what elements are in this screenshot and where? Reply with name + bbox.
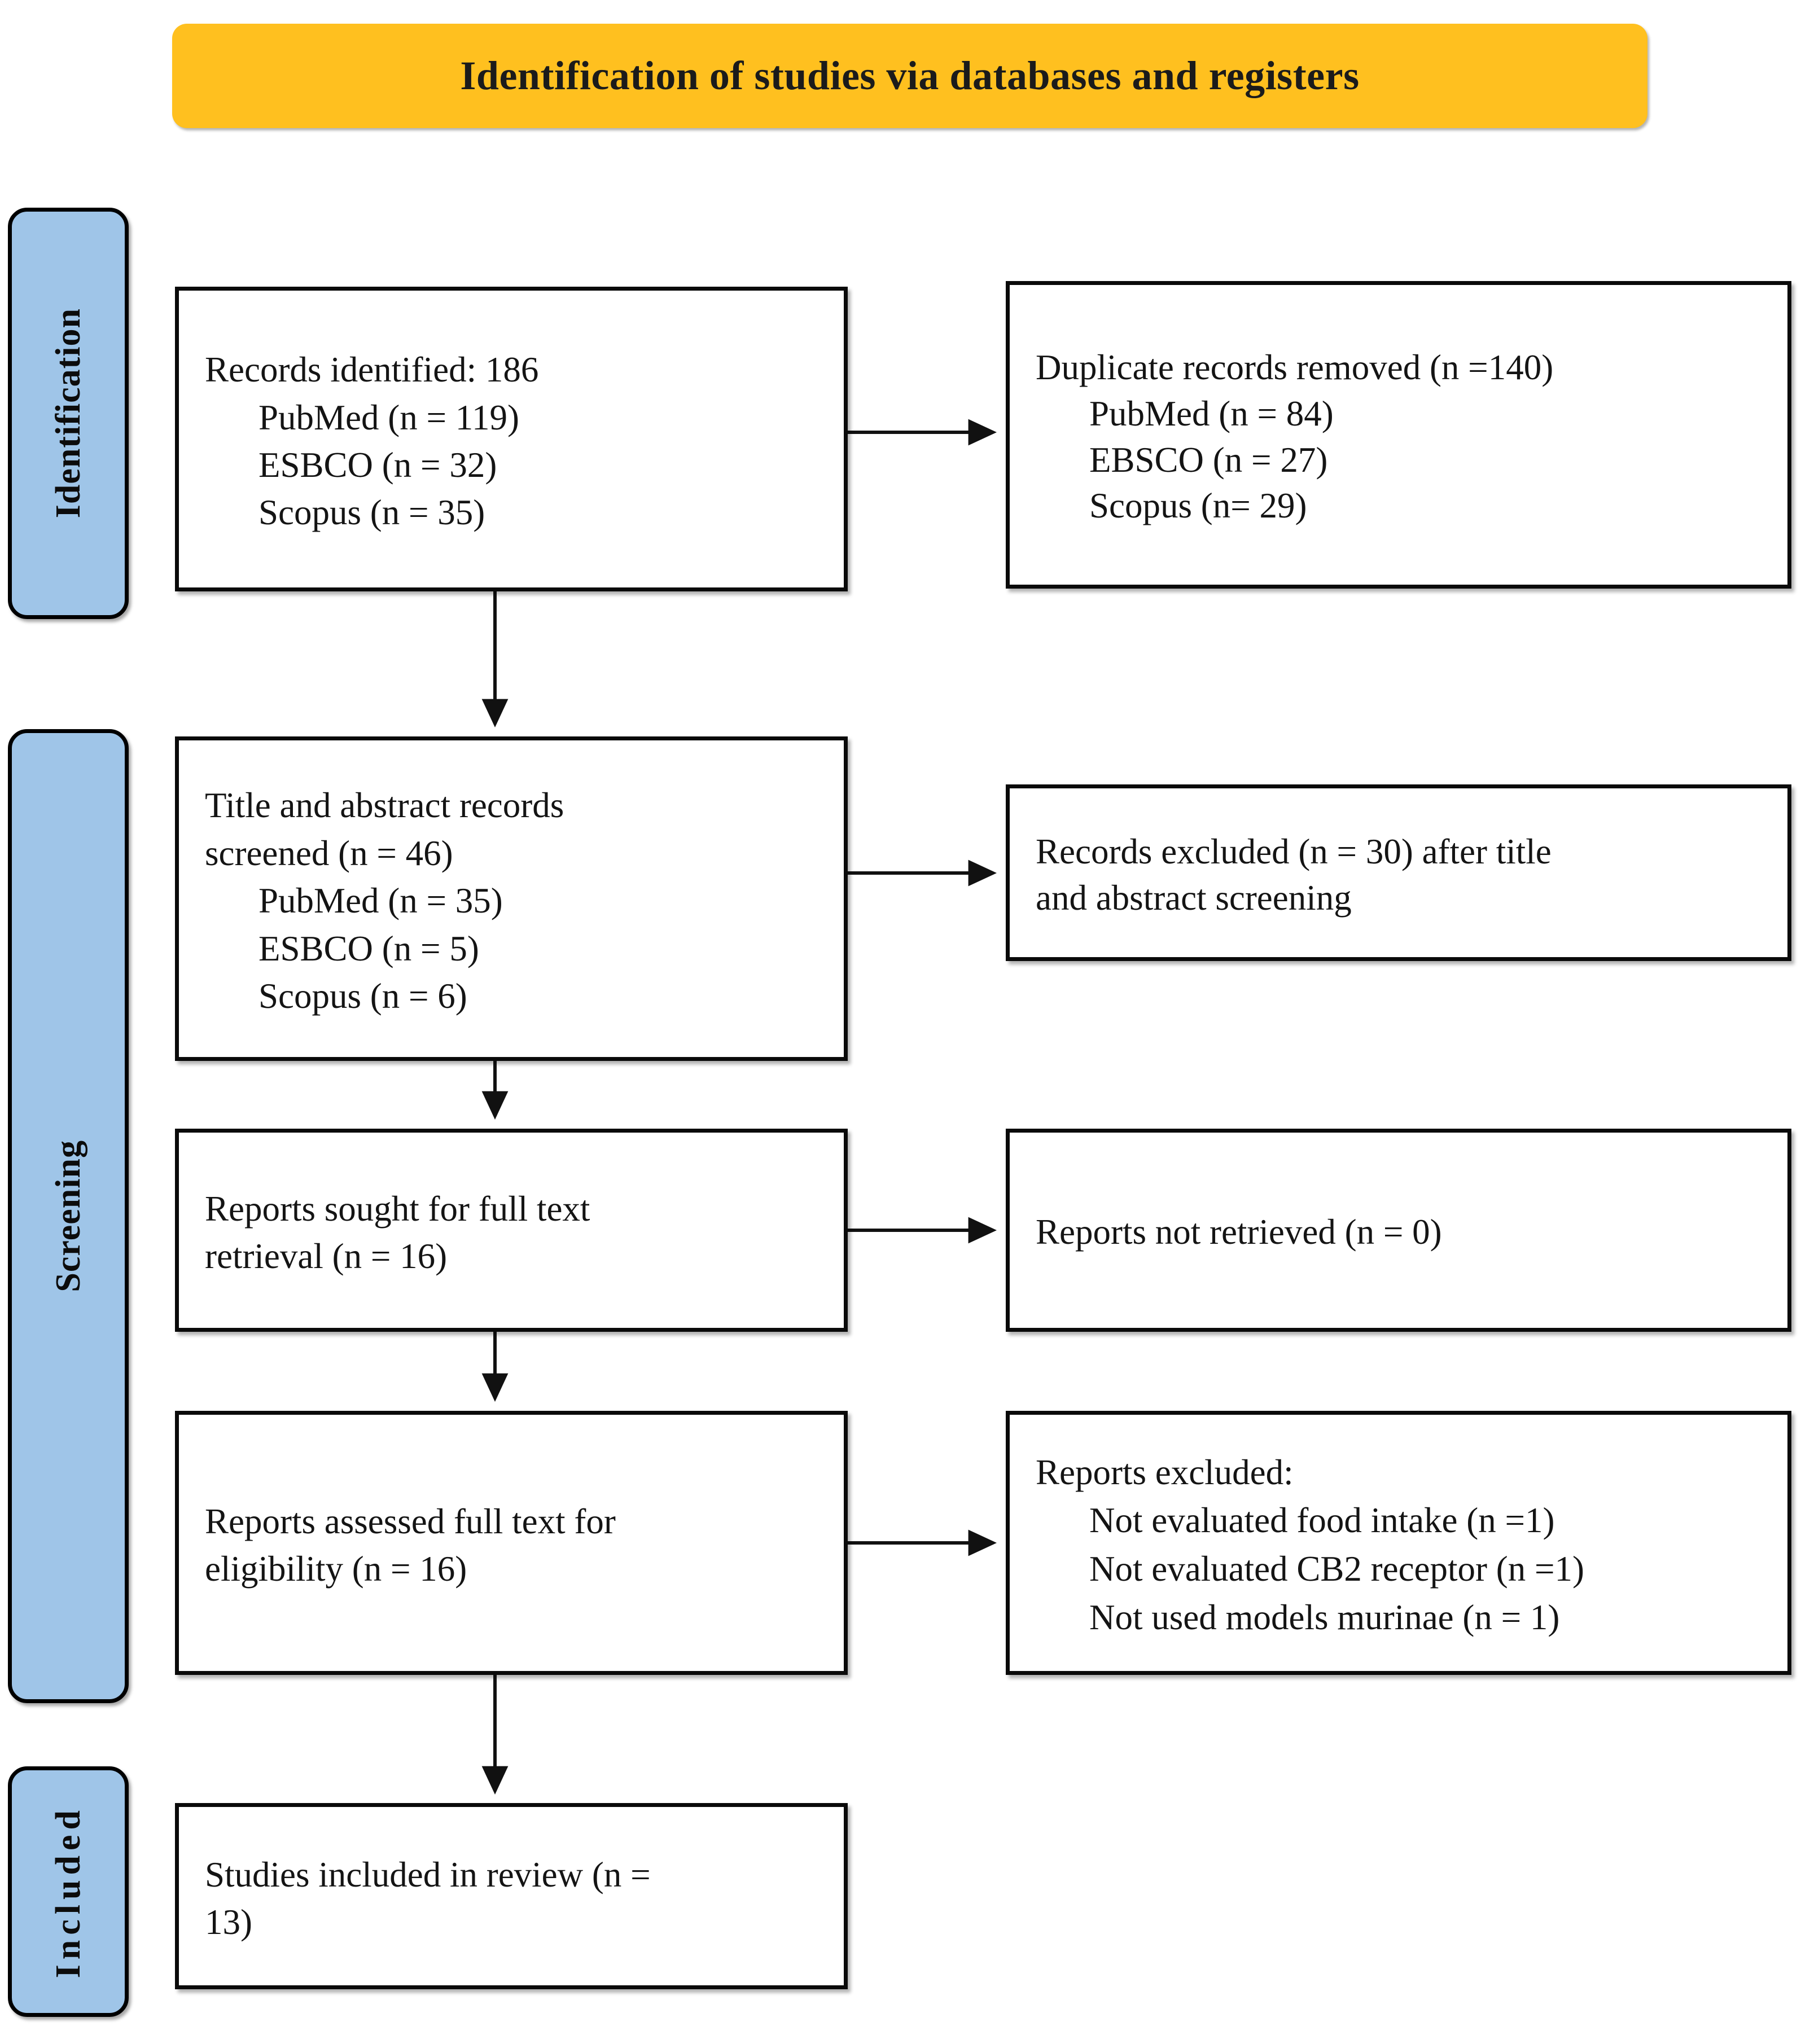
- box-records-identified: Records identified: 186 PubMed (n = 119)…: [175, 287, 848, 591]
- stage-label-screening-text: Screening: [49, 1140, 87, 1292]
- diagram-header-banner: Identification of studies via databases …: [172, 24, 1647, 128]
- box-line: eligibility (n = 16): [205, 1549, 467, 1589]
- box-line: Not evaluated food intake (n =1): [1089, 1501, 1555, 1541]
- stage-label-screening: Screening: [8, 729, 129, 1703]
- box-line: Scopus (n = 6): [258, 976, 467, 1016]
- box-title-abstract-screened: Title and abstract records screened (n =…: [175, 736, 848, 1061]
- stage-label-identification-text: Identification: [49, 308, 87, 519]
- box-line: retrieval (n = 16): [205, 1236, 448, 1276]
- box-line: Reports assessed full text for: [205, 1501, 616, 1541]
- box-reports-assessed-eligibility: Reports assessed full text for eligibili…: [175, 1411, 848, 1675]
- box-line: Not used models murinae (n = 1): [1089, 1597, 1560, 1637]
- box-reports-not-retrieved: Reports not retrieved (n = 0): [1006, 1129, 1791, 1332]
- box-line: and abstract screening: [1036, 878, 1352, 918]
- box-reports-excluded-full-text: Reports excluded: Not evaluated food int…: [1006, 1411, 1791, 1675]
- box-line: Duplicate records removed (n =140): [1036, 347, 1554, 387]
- box-line: Scopus (n = 35): [258, 493, 485, 533]
- box-line: Reports not retrieved (n = 0): [1036, 1212, 1442, 1252]
- box-line: Records excluded (n = 30) after title: [1036, 831, 1552, 871]
- box-line: 13): [205, 1902, 252, 1942]
- box-line: Title and abstract records: [205, 786, 564, 826]
- box-line: ESBCO (n = 32): [258, 445, 497, 485]
- box-line: ESBCO (n = 5): [258, 928, 479, 968]
- box-line: EBSCO (n = 27): [1089, 440, 1328, 480]
- box-studies-included-in-review: Studies included in review (n = 13): [175, 1803, 848, 1989]
- box-line: Scopus (n= 29): [1089, 486, 1307, 526]
- box-line: PubMed (n = 35): [258, 881, 503, 921]
- box-reports-sought-full-text: Reports sought for full text retrieval (…: [175, 1129, 848, 1332]
- box-line: Reports sought for full text: [205, 1188, 590, 1229]
- stage-label-included-text: Included: [49, 1805, 87, 1979]
- box-line: screened (n = 46): [205, 833, 453, 873]
- box-line: Studies included in review (n =: [205, 1854, 651, 1894]
- box-line: Records identified: 186: [205, 350, 539, 390]
- box-duplicate-records-removed: Duplicate records removed (n =140) PubMe…: [1006, 281, 1791, 589]
- stage-label-identification: Identification: [8, 208, 129, 619]
- box-line: Not evaluated CB2 receptor (n =1): [1089, 1549, 1584, 1589]
- box-line: Reports excluded:: [1036, 1452, 1294, 1492]
- box-records-excluded-title-abstract: Records excluded (n = 30) after title an…: [1006, 784, 1791, 961]
- stage-label-included: Included: [8, 1766, 129, 2017]
- box-line: PubMed (n = 84): [1089, 393, 1334, 433]
- box-line: PubMed (n = 119): [258, 397, 519, 437]
- diagram-title: Identification of studies via databases …: [460, 52, 1360, 98]
